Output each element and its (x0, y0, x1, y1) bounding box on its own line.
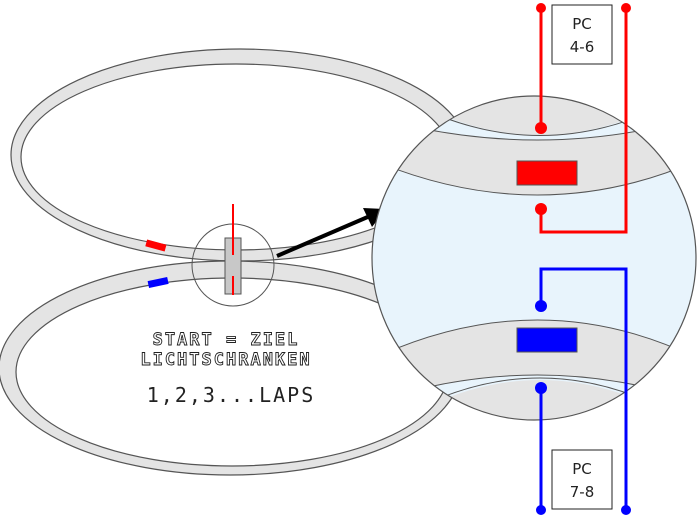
blue-wiring (539, 267, 628, 510)
red-sensor-dots (535, 3, 631, 215)
upper-track (10, 48, 470, 262)
blue-car-zoomed (516, 327, 578, 353)
red-car (145, 239, 167, 252)
pc-box-top-line2: 4-6 (570, 38, 595, 56)
start-ziel-label: START = ZIEL (153, 330, 300, 350)
lichtschranken-label: LICHTSCHRANKEN (140, 350, 311, 370)
blue-sensor-dots (535, 300, 631, 515)
pc-box-top: PC 4-6 (551, 4, 613, 65)
laps-label: 1,2,3...LAPS (147, 383, 316, 407)
blue-car (147, 276, 169, 288)
red-wiring (539, 8, 628, 234)
pc-box-bottom: PC 7-8 (551, 449, 613, 510)
pc-box-bottom-line2: 7-8 (570, 483, 595, 501)
pc-box-bottom-line1: PC (572, 460, 592, 478)
pc-box-top-line1: PC (572, 15, 592, 33)
red-car-zoomed (516, 160, 578, 186)
